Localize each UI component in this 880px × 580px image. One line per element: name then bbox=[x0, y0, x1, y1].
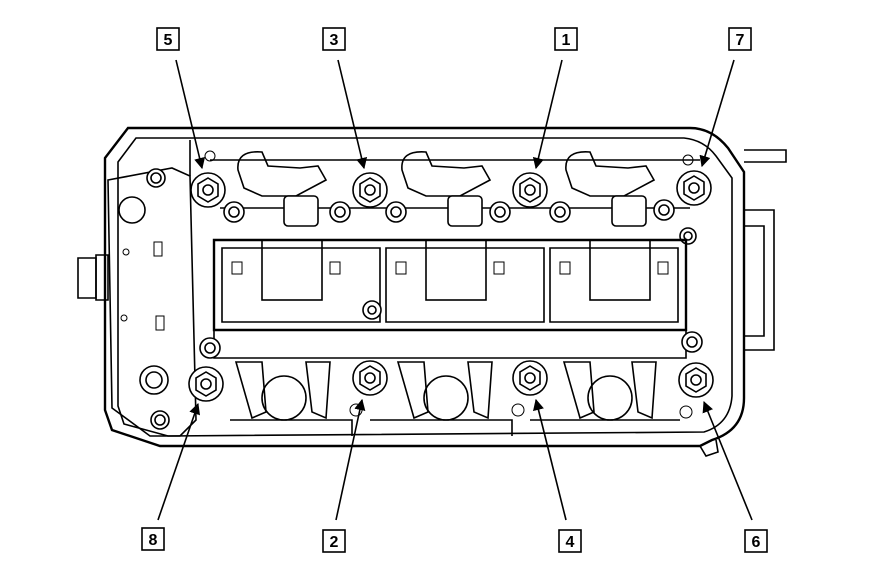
callout-6: 6 bbox=[744, 529, 768, 553]
head-bolts bbox=[188, 170, 714, 402]
leader-lines bbox=[157, 59, 753, 521]
head-bolt-4 bbox=[512, 360, 548, 396]
leader-line-3 bbox=[337, 59, 368, 170]
head-bolt-6 bbox=[678, 362, 714, 398]
head-bolt-2 bbox=[352, 360, 388, 396]
leader-line-6 bbox=[702, 400, 753, 521]
leader-line-4 bbox=[533, 398, 567, 521]
head-bolt-7 bbox=[676, 170, 712, 206]
callout-2-label: 2 bbox=[330, 534, 339, 551]
leader-line-1 bbox=[532, 59, 563, 170]
callout-6-label: 6 bbox=[752, 534, 761, 551]
callout-8-label: 8 bbox=[149, 532, 158, 549]
callout-3-label: 3 bbox=[330, 32, 339, 49]
upper-rocker-area bbox=[189, 140, 700, 245]
leader-line-5 bbox=[175, 59, 206, 170]
callout-3: 3 bbox=[322, 27, 346, 51]
leader-line-2 bbox=[335, 398, 366, 521]
lower-valve-area bbox=[199, 330, 703, 436]
callout-7-label: 7 bbox=[736, 32, 745, 49]
leader-line-8 bbox=[157, 402, 201, 521]
head-bolt-3 bbox=[352, 172, 388, 208]
callout-7: 7 bbox=[728, 27, 752, 51]
cylinder-head-outline bbox=[103, 126, 787, 457]
callout-1-label: 1 bbox=[562, 32, 571, 49]
left-end-plate bbox=[77, 167, 197, 437]
callout-4: 4 bbox=[558, 529, 582, 553]
callout-1: 1 bbox=[554, 27, 578, 51]
head-bolt-8 bbox=[188, 366, 224, 402]
callout-4-label: 4 bbox=[566, 534, 575, 551]
head-bolt-1 bbox=[512, 172, 548, 208]
callout-2: 2 bbox=[322, 529, 346, 553]
camshaft-bay bbox=[212, 238, 688, 332]
callout-8: 8 bbox=[141, 527, 165, 551]
callout-5-label: 5 bbox=[164, 32, 173, 49]
head-bolt-5 bbox=[190, 172, 226, 208]
callout-5: 5 bbox=[156, 27, 180, 51]
leader-line-7 bbox=[699, 59, 735, 168]
